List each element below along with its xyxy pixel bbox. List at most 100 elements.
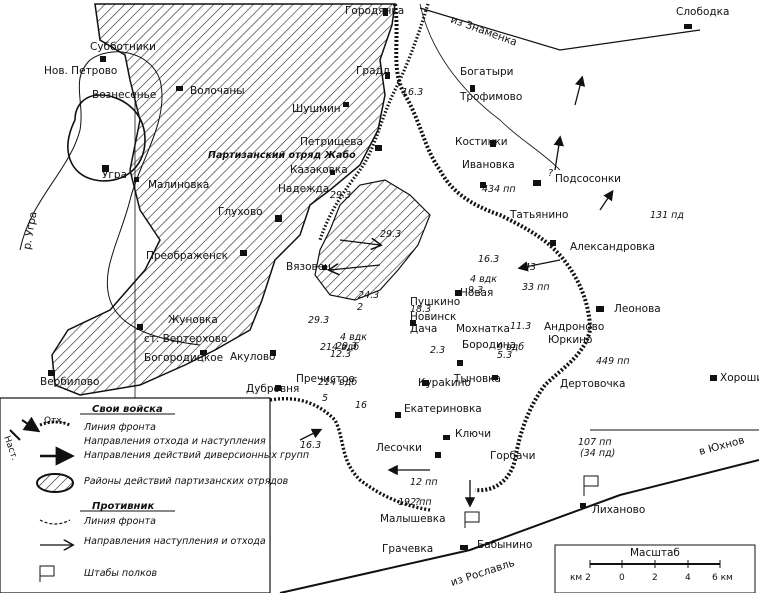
town-label: Трофимово bbox=[459, 91, 522, 103]
town-label: Жуновка bbox=[168, 314, 218, 326]
scale-label-0: 0 bbox=[619, 573, 625, 583]
unit-label: 2 bbox=[357, 302, 363, 313]
road-label-znamenka: из Знаменка bbox=[449, 14, 519, 49]
unit-label: 29.3 bbox=[330, 190, 351, 201]
unit-label: 12 пп bbox=[410, 477, 438, 488]
road-label-yukhnov: в Юхнов bbox=[698, 434, 746, 458]
unit-label: 131 пд bbox=[650, 210, 684, 221]
town-label: Пушкино bbox=[410, 296, 460, 308]
stream bbox=[419, 3, 561, 171]
scale-bar: Масштаб км 2 0 2 4 6 км bbox=[554, 544, 756, 593]
legend-enemy-hq: Штабы полков bbox=[84, 568, 158, 579]
legend-label-otkh: Отх. bbox=[44, 416, 65, 426]
town-label: ст. Вертерхово bbox=[144, 333, 227, 345]
town-label: Новая bbox=[460, 287, 493, 299]
legend-own-groups: Направления действий диверсионных групп bbox=[84, 450, 309, 461]
unit-label: 43 bbox=[524, 262, 536, 273]
town-label: Костинки bbox=[455, 136, 508, 148]
river-ugra bbox=[19, 51, 201, 346]
unit-label: 9.3 bbox=[468, 285, 483, 296]
unit-label: 449 пп bbox=[596, 356, 630, 367]
town-label: Дубровня bbox=[246, 383, 299, 395]
settlements bbox=[48, 8, 717, 550]
town-label: Вербилово bbox=[40, 376, 99, 388]
unit-label: 33 пп bbox=[522, 282, 550, 293]
legend-enemy-title: Противник bbox=[92, 501, 154, 512]
town-label: Богатыри bbox=[460, 66, 513, 78]
unit-label: 29.3 bbox=[336, 341, 357, 352]
town-label: Дертовочка bbox=[560, 378, 625, 390]
legend-own-directions: Направления отхода и наступления bbox=[84, 436, 266, 447]
town-label: Малиновка bbox=[148, 179, 209, 191]
unit-label: 5 bbox=[322, 393, 328, 404]
road-znamenka bbox=[419, 7, 701, 51]
town-label: Волочаны bbox=[190, 85, 245, 97]
road-roslavl bbox=[279, 459, 759, 593]
town-label: Вознесенье bbox=[92, 89, 156, 101]
town-label: Кураkино bbox=[418, 377, 471, 389]
ugra-loop bbox=[67, 94, 146, 182]
town-label: Лесочки bbox=[376, 442, 422, 454]
town-label: Субботники bbox=[90, 41, 156, 53]
town-label: Андроново bbox=[544, 321, 604, 333]
hq-flags bbox=[464, 475, 599, 528]
unit-label: (34 пд) bbox=[580, 448, 615, 459]
town-label: Глухово bbox=[218, 206, 263, 218]
legend: Свои войска Линия фронта Отх. Наст. Напр… bbox=[0, 397, 309, 593]
unit-label: 9 вдб bbox=[497, 342, 524, 353]
partisan-label: Партизанский отряд Жабо bbox=[208, 150, 356, 161]
town-label: Екатериновка bbox=[404, 403, 482, 415]
unit-label: 4 вдк bbox=[470, 274, 497, 285]
legend-own-title: Свои войска bbox=[92, 404, 163, 415]
own-front-line bbox=[393, 3, 593, 493]
town-label: Мохнатка bbox=[456, 323, 510, 335]
unit-label: 24.3 bbox=[358, 290, 379, 301]
unit-label: ? bbox=[415, 497, 420, 508]
town-label: Лиханово bbox=[592, 504, 645, 516]
scale-label-km2: км 2 bbox=[570, 573, 591, 583]
unit-label: 11.3 bbox=[510, 321, 531, 332]
legend-enemy-front: Линия фронта bbox=[83, 516, 156, 527]
unit-label: 16.3 bbox=[300, 440, 321, 451]
partisan-area bbox=[51, 3, 396, 396]
unit-label: 16.3 bbox=[402, 87, 423, 98]
town-label: Новинск bbox=[410, 311, 456, 323]
town-label: Градд bbox=[356, 65, 390, 77]
town-label: Слободка bbox=[676, 6, 729, 18]
legend-own-front: Линия фронта bbox=[83, 422, 156, 433]
town-label: Казаковка bbox=[290, 164, 348, 176]
own-front-line-south bbox=[269, 397, 431, 512]
unit-label: 214 вдб bbox=[320, 342, 359, 353]
town-label: Малышевка bbox=[380, 513, 446, 525]
scale-label-6km: 6 км bbox=[712, 573, 733, 583]
legend-own-partisans: Районы действий партизанских отрядов bbox=[84, 476, 289, 487]
river-label: р. Угра bbox=[21, 211, 39, 251]
unit-label: 16.3 bbox=[478, 254, 499, 265]
unit-label: 16 bbox=[355, 400, 367, 411]
town-label: Хорошилово bbox=[720, 372, 759, 384]
unit-label: 5.3 bbox=[497, 350, 512, 361]
unit-label: 18.3 bbox=[410, 304, 431, 315]
town-label: Тыновка bbox=[453, 373, 501, 385]
town-label: Ключи bbox=[455, 428, 491, 440]
town-label: Бородина bbox=[462, 339, 516, 351]
town-label: Городянка bbox=[345, 5, 404, 17]
town-label: Угра bbox=[102, 169, 127, 181]
unit-label: 29.3 bbox=[380, 229, 401, 240]
town-label: Горбачи bbox=[490, 450, 535, 462]
town-label: Леонова bbox=[614, 303, 661, 315]
town-label: Нов. Петрово bbox=[44, 65, 117, 77]
town-label: Преображенск bbox=[146, 250, 228, 262]
road-label-roslavl: из Рославль bbox=[449, 557, 516, 589]
town-label: Петрищева bbox=[300, 136, 363, 148]
town-label: Юркино bbox=[548, 334, 592, 346]
unit-label: 214 вдб bbox=[318, 377, 357, 388]
unit-label: 2.3 bbox=[430, 345, 445, 356]
town-label: Грачевка bbox=[382, 543, 433, 555]
scale-label-4: 4 bbox=[685, 573, 691, 583]
legend-enemy-directions: Направления наступления и отхода bbox=[84, 536, 266, 547]
unit-label: 107 пп bbox=[578, 437, 612, 448]
